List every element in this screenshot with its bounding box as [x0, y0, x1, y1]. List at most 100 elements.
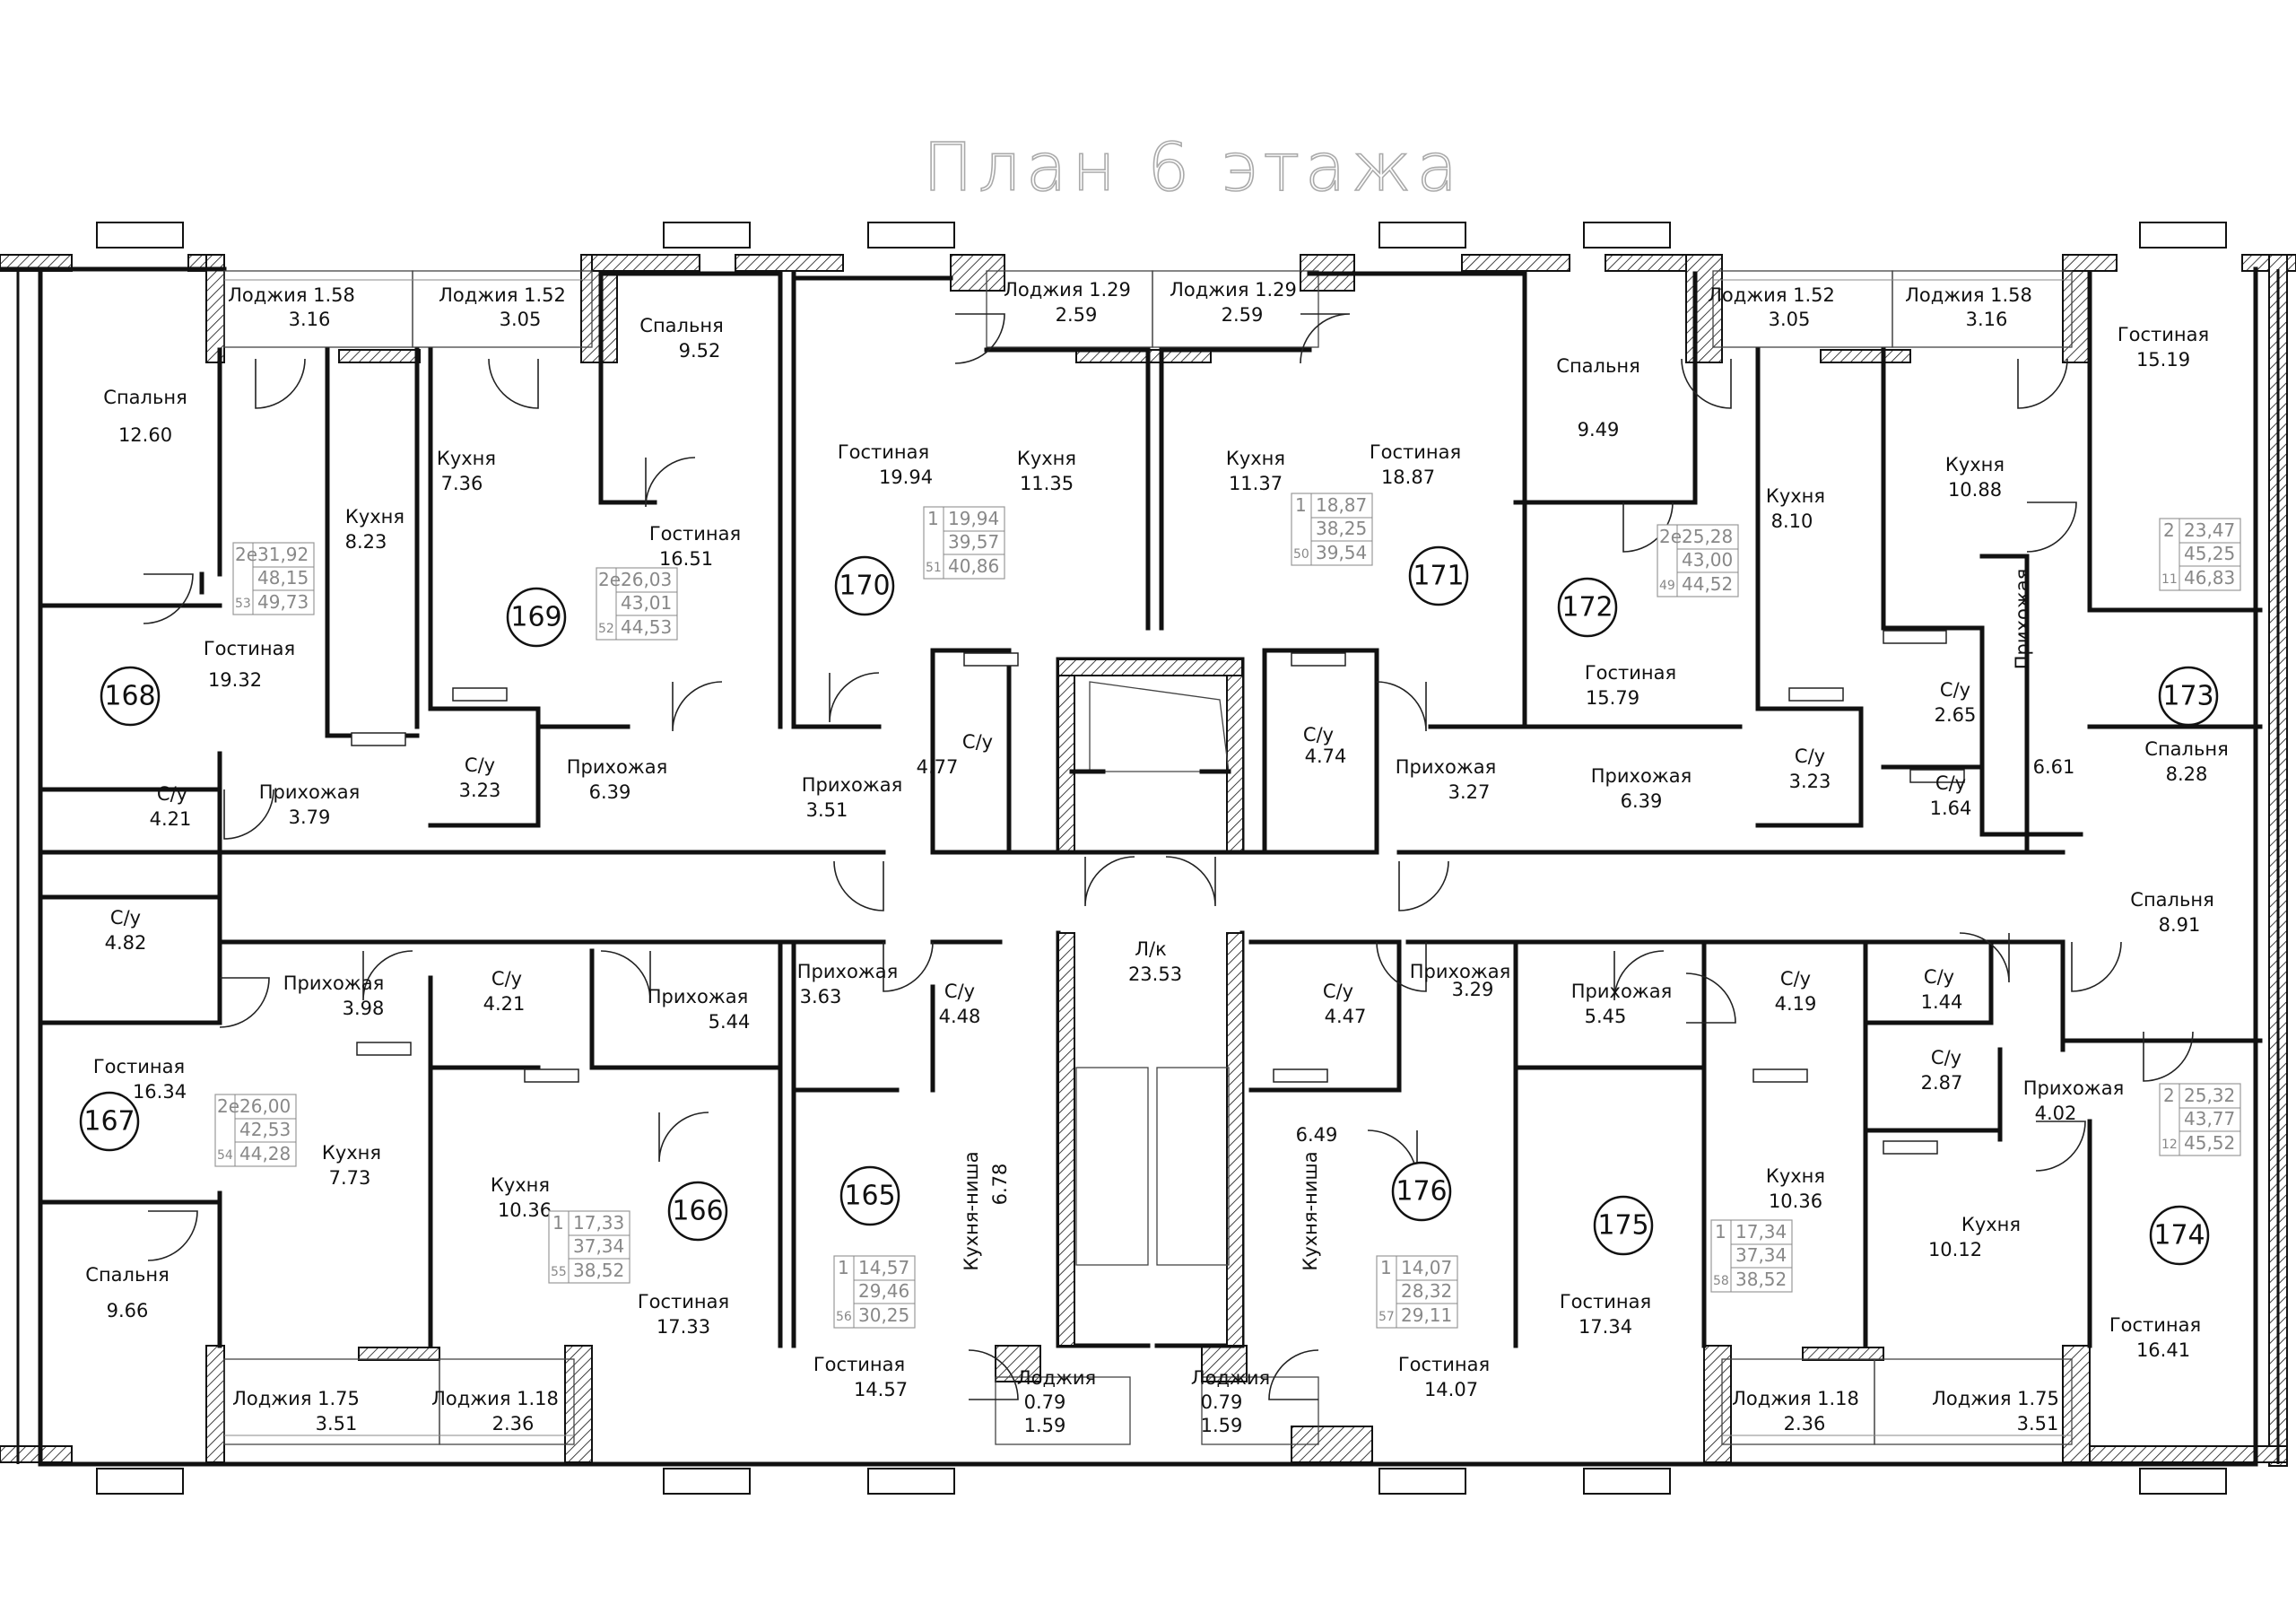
svg-text:9.66: 9.66 — [107, 1300, 149, 1321]
svg-text:Лоджия 1.75: Лоджия 1.75 — [232, 1388, 360, 1409]
svg-text:2.59: 2.59 — [1222, 304, 1264, 326]
svg-text:9.52: 9.52 — [679, 340, 721, 362]
svg-text:Прихожая: Прихожая — [1396, 756, 1496, 778]
svg-text:2.36: 2.36 — [1784, 1413, 1826, 1435]
svg-text:16.51: 16.51 — [659, 548, 713, 570]
svg-text:Кухня: Кухня — [322, 1142, 381, 1164]
room-label: Лоджия 1.753.51 — [1932, 1388, 2059, 1435]
svg-text:С/у: С/у — [110, 907, 141, 929]
svg-text:С/у: С/у — [157, 783, 187, 805]
apartment-number-circle: 165 — [839, 1165, 900, 1226]
svg-text:30,25: 30,25 — [858, 1304, 909, 1326]
svg-text:Кухня: Кухня — [1226, 448, 1285, 469]
svg-text:Л/к: Л/к — [1135, 938, 1167, 960]
svg-text:25,28: 25,28 — [1682, 526, 1733, 547]
svg-text:58: 58 — [1713, 1274, 1729, 1288]
room-label: С/у4.77 — [917, 731, 993, 778]
svg-text:2е: 2е — [235, 544, 257, 565]
loggias-bottom — [223, 1358, 2073, 1445]
svg-text:171: 171 — [1413, 561, 1464, 592]
svg-text:29,46: 29,46 — [858, 1280, 909, 1302]
stair-flights — [1075, 1067, 1230, 1266]
svg-text:1.64: 1.64 — [1930, 798, 1972, 819]
bottom-window-sills — [96, 1468, 2227, 1495]
svg-text:Гостиная: Гостиная — [1585, 662, 1676, 684]
svg-text:4.21: 4.21 — [150, 808, 192, 830]
radiators — [351, 630, 1965, 1155]
room-label: С/у4.47 — [1323, 981, 1366, 1027]
svg-text:45,25: 45,25 — [2184, 543, 2235, 564]
top-window-sills — [96, 222, 2227, 249]
room-label: С/у2.65 — [1935, 679, 1977, 726]
svg-text:49,73: 49,73 — [257, 591, 309, 613]
svg-text:С/у: С/у — [1935, 772, 1966, 794]
svg-text:48,15: 48,15 — [257, 567, 309, 589]
svg-text:Гостиная: Гостиная — [649, 523, 741, 545]
svg-text:Гостиная: Гостиная — [2109, 1314, 2201, 1336]
room-label: Лоджия 1.182.36 — [431, 1388, 559, 1435]
svg-text:17.33: 17.33 — [657, 1316, 710, 1338]
svg-text:Лоджия 1.29: Лоджия 1.29 — [1004, 279, 1131, 301]
svg-text:55: 55 — [551, 1265, 567, 1279]
room-label-vertical: Прихожая — [2012, 569, 2033, 669]
svg-text:Лоджия: Лоджия — [1017, 1367, 1096, 1389]
svg-text:38,25: 38,25 — [1316, 518, 1367, 539]
apartment-number-circle: 173 — [2158, 666, 2219, 727]
svg-text:8.28: 8.28 — [2166, 763, 2208, 785]
svg-text:Кухня: Кухня — [1766, 485, 1825, 507]
room-label: Гостиная 16.51 — [649, 523, 741, 570]
svg-text:С/у: С/у — [1924, 966, 1954, 988]
svg-text:Кухня: Кухня — [437, 448, 496, 469]
svg-text:1: 1 — [552, 1212, 564, 1234]
svg-text:10.88: 10.88 — [1948, 479, 2002, 501]
svg-text:2.59: 2.59 — [1056, 304, 1098, 326]
svg-text:С/у: С/у — [1795, 746, 1825, 767]
svg-text:3.63: 3.63 — [800, 986, 842, 1007]
svg-text:4.82: 4.82 — [105, 932, 147, 954]
svg-text:38,52: 38,52 — [1735, 1269, 1787, 1290]
facade-walls — [0, 254, 2296, 1467]
svg-text:17.34: 17.34 — [1578, 1316, 1632, 1338]
svg-text:С/у: С/у — [962, 731, 993, 753]
room-label: С/у4.48 — [939, 981, 981, 1027]
svg-text:173: 173 — [2162, 681, 2213, 712]
svg-text:11.37: 11.37 — [1229, 473, 1283, 494]
svg-text:4.77: 4.77 — [917, 756, 959, 778]
kitchen-niche-area: 6.78 — [989, 1164, 1011, 1206]
svg-text:40,86: 40,86 — [948, 555, 999, 577]
room-label: С/у 4.82 — [105, 907, 147, 954]
room-label: Лоджия 1.523.05 — [1708, 284, 1835, 330]
svg-text:46,83: 46,83 — [2184, 567, 2235, 589]
svg-text:Прихожая: Прихожая — [567, 756, 667, 778]
room-label: 1.59 — [1201, 1415, 1243, 1436]
svg-text:3.23: 3.23 — [1789, 771, 1831, 792]
svg-text:31,92: 31,92 — [257, 544, 309, 565]
svg-text:18,87: 18,87 — [1316, 494, 1367, 516]
svg-text:56: 56 — [836, 1310, 852, 1324]
svg-text:С/у: С/у — [1940, 679, 1970, 701]
svg-text:3.98: 3.98 — [343, 998, 385, 1019]
svg-text:57: 57 — [1378, 1310, 1395, 1324]
